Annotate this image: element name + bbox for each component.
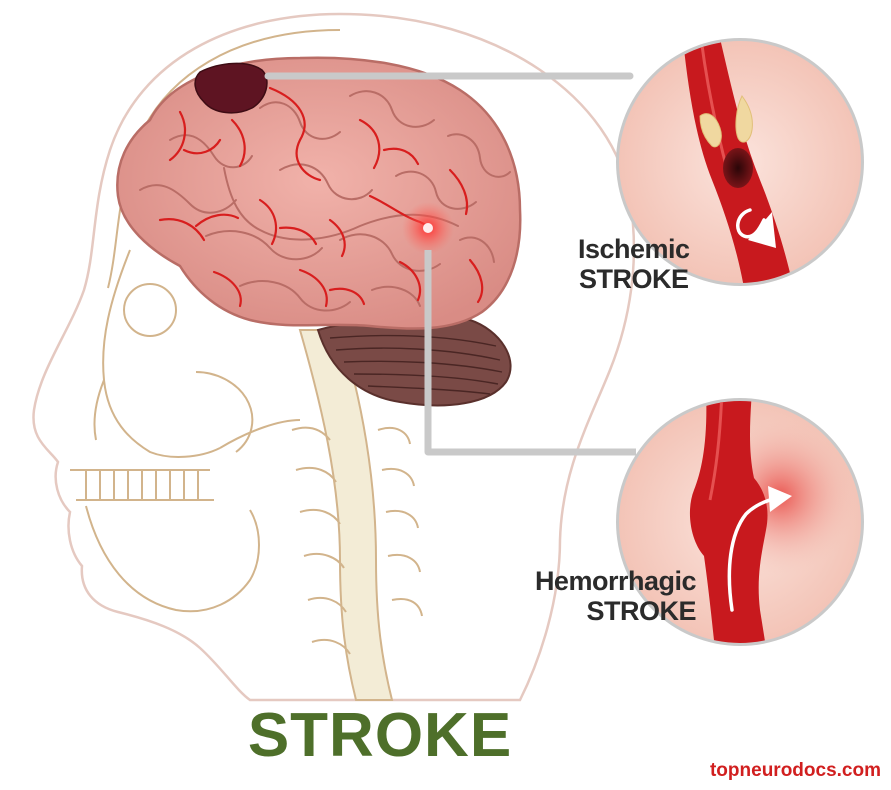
main-title: STROKE — [0, 700, 760, 771]
ischemic-stroke-label: Ischemic STROKE — [578, 234, 690, 294]
hemorrhage-core — [423, 223, 433, 233]
hemorrhagic-label-line2: STROKE — [500, 596, 696, 626]
ischemic-label-line1: Ischemic — [578, 234, 690, 264]
hemorrhagic-stroke-label: Hemorrhagic STROKE — [500, 566, 696, 626]
website-credit: topneurodocs.com — [710, 760, 881, 782]
hemorrhagic-label-line1: Hemorrhagic — [500, 566, 696, 596]
ischemic-label-line2: STROKE — [578, 264, 690, 294]
blood-clot — [723, 148, 753, 188]
